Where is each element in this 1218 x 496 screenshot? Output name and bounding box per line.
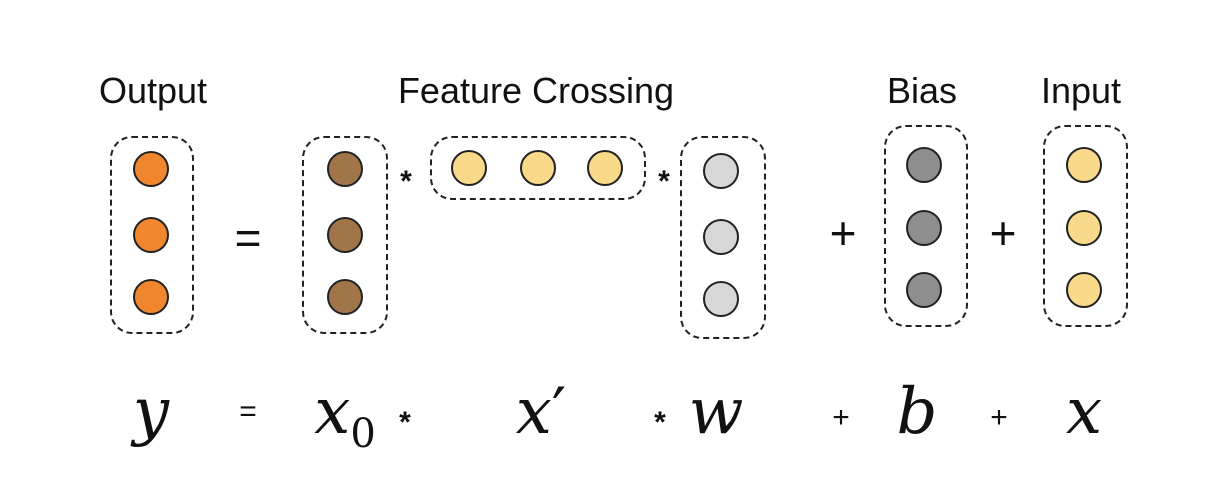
xprime-node [451,150,487,186]
bias-label: Bias [886,70,958,111]
math-xprime: x′ [516,380,567,444]
x0-vector-box [302,136,388,334]
w-node [703,153,739,189]
input-label: Input [1040,70,1122,111]
math-y: y [132,375,170,449]
math-x0: x0 [314,380,376,454]
output-node [133,217,169,253]
input-node [1066,272,1102,308]
bias-node [906,272,942,308]
math-x: x [1065,375,1103,449]
math-x0-subscript: 0 [350,411,376,457]
plus-operator: + [829,207,857,259]
bias-vector-box [884,125,968,327]
xprime-vector-box [430,136,646,200]
input-vector-box [1043,125,1128,327]
feature-crossing-label: Feature Crossing [397,70,675,111]
multiply-operator-math: * [399,406,411,439]
x0-node [327,151,363,187]
equals-operator-math: = [239,395,257,428]
math-x0-base: x [314,375,351,449]
math-b: b [896,375,938,449]
plus-operator-math: + [832,401,850,434]
math-w: w [688,375,744,449]
output-node [133,279,169,315]
xprime-node [587,150,623,186]
multiply-operator: * [400,165,412,198]
math-xprime-mark: ′ [551,375,567,449]
plus-operator: + [989,207,1017,259]
w-node [703,219,739,255]
input-node [1066,210,1102,246]
bias-node [906,147,942,183]
xprime-node [520,150,556,186]
output-label: Output [98,70,208,111]
math-xprime-base: x [515,375,552,449]
bias-node [906,210,942,246]
x0-node [327,217,363,253]
multiply-operator: * [658,165,670,198]
input-node [1066,147,1102,183]
output-node [133,151,169,187]
multiply-operator-math: * [654,406,666,439]
w-node [703,281,739,317]
w-vector-box [680,136,766,339]
equals-operator: = [234,212,262,264]
plus-operator-math: + [990,401,1008,434]
x0-node [327,279,363,315]
output-vector-box [110,136,194,334]
